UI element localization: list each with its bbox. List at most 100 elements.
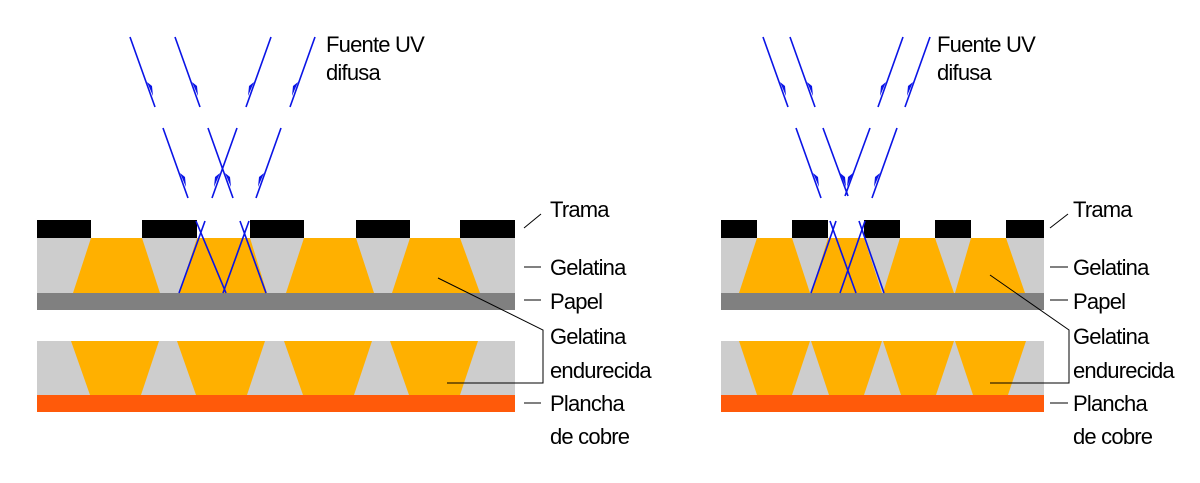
arrowhead-icon [807,82,813,96]
trama-label: Trama [550,197,610,222]
uv-ray [904,36,931,108]
hardened-gelatin-trapezoid [392,238,480,293]
uv-ray [178,220,206,294]
hardened-gelatin-trapezoid [739,238,810,293]
hardened-gelatin-trapezoid [883,238,954,293]
plancha-label-line1: Plancha [1073,391,1148,416]
top-stack [721,220,1044,310]
hardened-gelatin-trapezoid [284,341,372,395]
screen-block [250,220,304,238]
screen-block [356,220,410,238]
hardened-gelatin-trapezoid [955,341,1026,395]
leader-lines [437,213,544,404]
screen-block [1006,220,1044,238]
plancha-label-line2: de cobre [550,424,630,449]
screen-block [792,220,828,238]
copper-plate [721,395,1044,412]
hardened-gelatin-trapezoid [955,238,1025,293]
arrowhead-icon [214,173,220,187]
arrowhead-icon [907,82,913,96]
screen-block [721,220,757,238]
hardened-gelatin-label-line2: endurecida [550,358,652,383]
arrowhead-icon [147,82,153,96]
hardened-gelatin-trapezoid [883,341,954,395]
hardened-gelatin-top [739,238,1025,293]
arrowhead-icon [874,173,880,187]
hardened-gelatin-leader [989,274,1070,384]
arrowhead-icon [847,173,853,187]
uv-ray [844,127,871,197]
right-panel: Fuente UV difusa Trama Gelatina Papel Ge… [721,32,1176,449]
uv-ray [839,220,866,294]
papel-layer [721,293,1044,310]
screen-block [37,220,91,238]
trama-leader [523,213,542,229]
uv-ray [211,127,238,199]
hardened-gelatin-trapezoid [177,341,265,395]
gelatina-label: Gelatina [550,255,627,280]
hardened-gelatin-top [73,238,480,293]
labels: Fuente UV difusa Trama Gelatina Papel Ge… [937,32,1176,449]
papel-layer [37,293,515,310]
bottom-stack [721,341,1044,412]
source-label-line2: difusa [937,60,992,85]
uv-ray [829,220,857,294]
uv-ray [810,220,837,294]
ray-arrowheads [780,82,913,187]
trama-leader [1049,213,1069,229]
arrowhead-icon [780,82,786,96]
uv-ray [174,36,201,108]
papel-label: Papel [550,289,602,314]
plancha-label-line1: Plancha [550,391,625,416]
arrowhead-icon [248,82,254,96]
hardened-gelatin-trapezoid [71,341,159,395]
uv-ray [822,127,849,197]
screen-block [935,220,971,238]
uv-ray [222,220,250,294]
hardened-gelatin-trapezoid [390,341,478,395]
trama-label: Trama [1073,197,1133,222]
uv-ray [762,36,789,108]
arrowhead-icon [192,82,198,96]
papel-label: Papel [1073,289,1125,314]
plancha-label-line2: de cobre [1073,424,1153,449]
hardened-gelatin-trapezoid [811,341,882,395]
leader-lines [989,213,1070,404]
uv-ray [858,220,885,294]
arrowhead-icon [258,173,264,187]
uv-ray [162,127,189,199]
uv-ray [207,127,234,199]
screen-block [864,220,900,238]
uv-ray [795,127,822,199]
uv-ray [245,36,272,108]
source-label-line1: Fuente UV [937,32,1036,57]
uv-ray [871,127,898,199]
labels: Fuente UV difusa Trama Gelatina Papel Ge… [326,32,653,449]
top-stack [37,220,515,310]
uv-ray [289,36,316,108]
left-panel: Fuente UV difusa Trama Gelatina Papel Ge… [37,32,653,449]
uv-rays [129,36,316,294]
uv-rays [762,36,931,294]
arrowhead-icon [180,173,186,187]
uv-ray [877,36,904,108]
source-label-line2: difusa [326,60,381,85]
trama-screen [721,220,1044,238]
uv-ray [789,36,816,108]
uv-ray [255,127,282,199]
hardened-gelatin-trapezoid [739,341,810,395]
arrowhead-icon [840,173,846,187]
hardened-gelatin-label-line1: Gelatina [550,324,627,349]
trama-screen [37,220,515,238]
screen-block [460,220,515,238]
hardened-gelatin-label-line2: endurecida [1073,358,1175,383]
gelatina-label: Gelatina [1073,255,1150,280]
arrowhead-icon [813,173,819,187]
hardened-gelatin-trapezoid [179,238,267,293]
ray-arrowheads [147,82,298,187]
copper-plate [37,395,515,412]
screen-block [142,220,197,238]
source-label-line1: Fuente UV [326,32,425,57]
uv-ray [129,36,156,108]
